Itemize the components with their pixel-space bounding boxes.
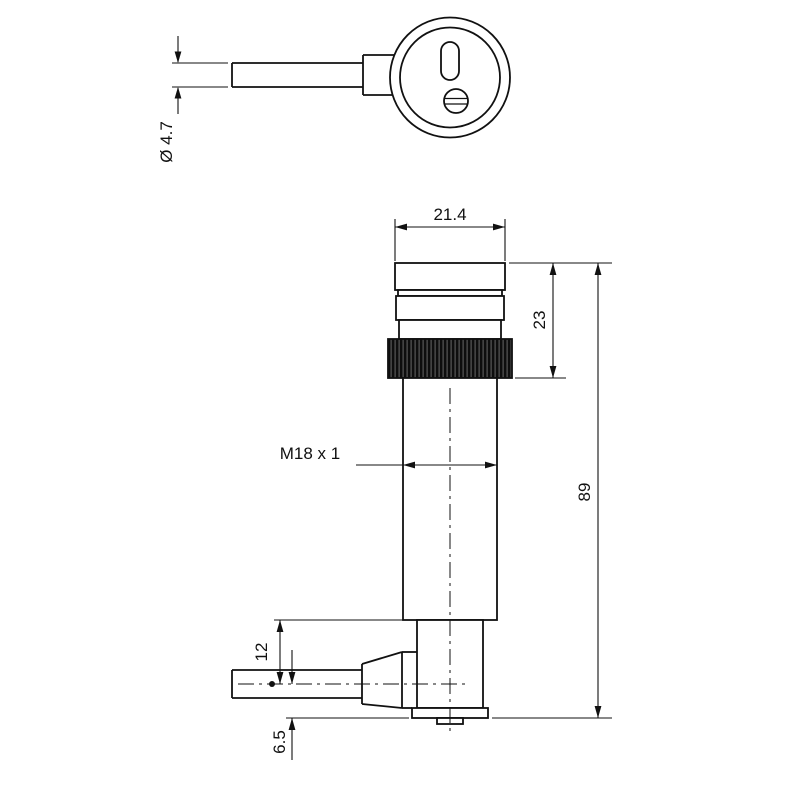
dim-label-thread: M18 x 1	[280, 444, 340, 463]
arrowhead	[276, 672, 284, 684]
arrowhead	[288, 718, 296, 730]
arrowhead	[174, 51, 182, 63]
knurled-ring	[387, 338, 513, 379]
cable-top-view	[231, 62, 363, 88]
dim-label-cable-center-offset: 12	[252, 643, 271, 662]
strain-relief-boot	[361, 651, 417, 709]
arrowhead	[395, 223, 407, 231]
arrowhead	[594, 706, 602, 718]
arrowhead	[288, 672, 296, 684]
arrowhead	[549, 366, 557, 378]
cable-side-view	[231, 669, 362, 699]
arrowhead	[174, 87, 182, 99]
dim-cable-center-offset: 12	[252, 619, 414, 684]
arrowhead	[403, 461, 415, 469]
cable-connector	[362, 54, 396, 96]
arrowhead	[549, 263, 557, 275]
dim-label-overall-height: 89	[575, 483, 594, 502]
arrowhead	[594, 263, 602, 275]
dim-head-height: 23	[509, 262, 612, 379]
head-inner-circle	[399, 26, 501, 129]
dim-thread: M18 x 1	[280, 444, 497, 469]
dim-head-width: 21.4	[394, 205, 506, 261]
arrowhead	[276, 620, 284, 632]
dim-label-head-width: 21.4	[433, 205, 466, 224]
upper-housing	[395, 295, 505, 321]
dim-cable-diameter: Ø 4.7	[157, 36, 228, 163]
top-cap	[394, 262, 506, 291]
arrowhead	[485, 461, 497, 469]
dim-label-bottom-offset: 6.5	[270, 730, 289, 754]
top-view: Ø 4.7	[157, 16, 511, 163]
screw-head	[443, 88, 469, 114]
side-view: 21.4 23 89 M18 x 1	[231, 205, 612, 760]
arrowhead	[493, 223, 505, 231]
slot-cutout	[440, 41, 460, 81]
dim-overall-height: 89	[492, 263, 612, 719]
lower-ring	[398, 319, 502, 340]
dim-label-cable-diameter: Ø 4.7	[157, 121, 176, 163]
dim-bottom-offset: 6.5	[270, 650, 409, 760]
centerline-reference-dot	[269, 681, 275, 687]
dim-label-head-height: 23	[530, 311, 549, 330]
